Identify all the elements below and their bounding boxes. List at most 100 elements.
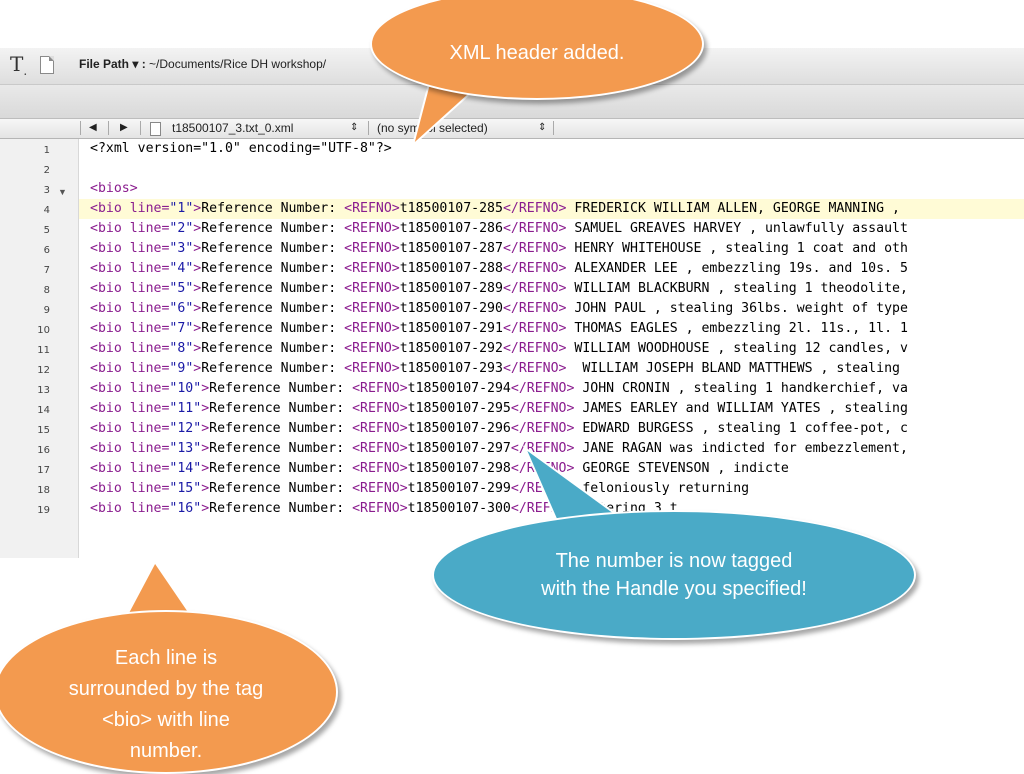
line-number: 9: [43, 305, 50, 316]
back-arrow-icon[interactable]: ◀: [89, 122, 97, 133]
bio-text: JANE RAGAN was indicted for embezzlement…: [582, 441, 908, 456]
line-number: 14: [37, 405, 50, 416]
refno-close-tag: </REFNO>: [510, 381, 575, 396]
bio-tag-open: <bio: [90, 381, 130, 396]
refno-open-tag: <REFNO>: [344, 281, 400, 296]
bio-line-number: 15: [177, 481, 194, 496]
refno-open-tag: <REFNO>: [344, 321, 400, 336]
bio-line: <bio line="2">Reference Number: <REFNO>t…: [90, 221, 908, 236]
line-attr-value: "3": [169, 241, 194, 256]
bio-tag-open: <bio: [90, 501, 130, 516]
line-attr-value: "5": [169, 281, 194, 296]
line-attr-value: "1": [169, 201, 194, 216]
bio-text: FREDERICK WILLIAM ALLEN, GEORGE MANNING …: [574, 201, 900, 216]
line-attr-value: "12": [169, 421, 202, 436]
bio-line: <bio line="10">Reference Number: <REFNO>…: [90, 381, 908, 396]
reference-number-label: Reference Number:: [209, 481, 353, 496]
bio-tag-open: <bio: [90, 321, 130, 336]
bio-line-number: 14: [177, 461, 194, 476]
bio-line-number: 13: [177, 441, 194, 456]
bio-line-number: 3: [177, 241, 186, 256]
bio-tag-close-bracket: >: [193, 201, 202, 216]
refno-value: t18500107-291: [399, 321, 503, 336]
bio-tag-close-bracket: >: [201, 401, 210, 416]
line-number: 18: [37, 485, 50, 496]
bio-line: <bio line="9">Reference Number: <REFNO>t…: [90, 361, 900, 376]
line-attr-name: line=: [129, 421, 170, 436]
file-name-popup[interactable]: t18500107_3.txt_0.xml: [172, 121, 294, 135]
bio-text: feloniously returning: [582, 481, 750, 496]
bio-text: THOMAS EAGLES , embezzling 2l. 11s., 1l.…: [574, 321, 908, 336]
bio-tag-open: <bio: [90, 401, 130, 416]
bio-tag-open: <bio: [90, 441, 130, 456]
callout-bio-line2: surrounded by the tag: [68, 678, 264, 700]
line-attr-value: "4": [169, 261, 194, 276]
file-path-value: ~/Documents/Rice DH workshop/: [149, 57, 327, 71]
document-icon[interactable]: [40, 56, 54, 74]
forward-arrow-icon[interactable]: ▶: [120, 122, 128, 133]
text-tool-icon[interactable]: T.: [10, 52, 28, 78]
line-attr-value: "10": [169, 381, 202, 396]
bio-line: <bio line="7">Reference Number: <REFNO>t…: [90, 321, 908, 336]
bio-tag-close-bracket: >: [193, 241, 202, 256]
line-attr-name: line=: [129, 361, 170, 376]
line-number: 13: [37, 385, 50, 396]
reference-number-label: Reference Number:: [201, 361, 345, 376]
refno-open-tag: <REFNO>: [344, 301, 400, 316]
file-path-bar[interactable]: File Path ▾ : ~/Documents/Rice DH worksh…: [79, 57, 326, 71]
line-attr-name: line=: [129, 321, 170, 336]
bio-tag-open: <bio: [90, 361, 130, 376]
bio-line: <bio line="4">Reference Number: <REFNO>t…: [90, 261, 908, 276]
bio-line-number: 11: [177, 401, 194, 416]
refno-value: t18500107-294: [407, 381, 511, 396]
line-number: 1: [43, 145, 50, 156]
refno-value: t18500107-295: [407, 401, 511, 416]
file-path-label[interactable]: File Path ▾ :: [79, 57, 146, 71]
bio-tag-close-bracket: >: [193, 361, 202, 376]
reference-number-label: Reference Number:: [209, 501, 353, 516]
refno-value: t18500107-290: [399, 301, 503, 316]
bio-tag-open: <bio: [90, 261, 130, 276]
bio-text: SAMUEL GREAVES HARVEY , unlawfully assau…: [574, 221, 908, 236]
symbol-stepper-icon[interactable]: ⇕: [538, 122, 547, 133]
line-attr-name: line=: [129, 341, 170, 356]
reference-number-label: Reference Number:: [201, 341, 345, 356]
code-area[interactable]: <?xml version="1.0" encoding="UTF-8"?> <…: [79, 139, 1024, 558]
bio-text: JAMES EARLEY and WILLIAM YATES , stealin…: [582, 401, 908, 416]
bio-text: EDWARD BURGESS , stealing 1 coffee-pot, …: [582, 421, 908, 436]
reference-number-label: Reference Number:: [201, 201, 345, 216]
line-number: 15: [37, 425, 50, 436]
refno-open-tag: <REFNO>: [352, 501, 408, 516]
line-number: 11: [37, 345, 50, 356]
line-number: 2: [43, 165, 50, 176]
refno-open-tag: <REFNO>: [352, 441, 408, 456]
file-stepper-icon[interactable]: ⇕: [350, 122, 359, 133]
line-attr-value: "9": [169, 361, 194, 376]
line-number: 7: [43, 265, 50, 276]
bio-line-number: 10: [177, 381, 194, 396]
callout-bio-line4: number.: [129, 740, 203, 762]
refno-value: t18500107-299: [407, 481, 511, 496]
line-attr-value: "14": [169, 461, 202, 476]
line-attr-value: "2": [169, 221, 194, 236]
line-number: 17: [37, 465, 50, 476]
line-number: 3: [43, 185, 50, 196]
refno-close-tag: </REFNO>: [502, 261, 567, 276]
refno-close-tag: </REFNO>: [502, 361, 567, 376]
line-number: 5: [43, 225, 50, 236]
refno-value: t18500107-289: [399, 281, 503, 296]
bio-text: WILLIAM BLACKBURN , stealing 1 theodolit…: [574, 281, 908, 296]
refno-close-tag: </REFNO>: [502, 221, 567, 236]
bio-tag-open: <bio: [90, 281, 130, 296]
bio-tag-close-bracket: >: [201, 481, 210, 496]
refno-open-tag: <REFNO>: [352, 421, 408, 436]
refno-close-tag: </REFNO>: [502, 201, 567, 216]
refno-open-tag: <REFNO>: [352, 481, 408, 496]
bio-line: <bio line="13">Reference Number: <REFNO>…: [90, 441, 908, 456]
line-attr-name: line=: [129, 481, 170, 496]
bio-line-number: 5: [177, 281, 186, 296]
fold-triangle-icon[interactable]: ▼: [58, 187, 67, 197]
xml-editor-window: T. File Path ▾ : ~/Documents/Rice DH wor…: [0, 48, 1024, 558]
refno-value: t18500107-293: [399, 361, 503, 376]
refno-close-tag: </REFNO>: [510, 401, 575, 416]
